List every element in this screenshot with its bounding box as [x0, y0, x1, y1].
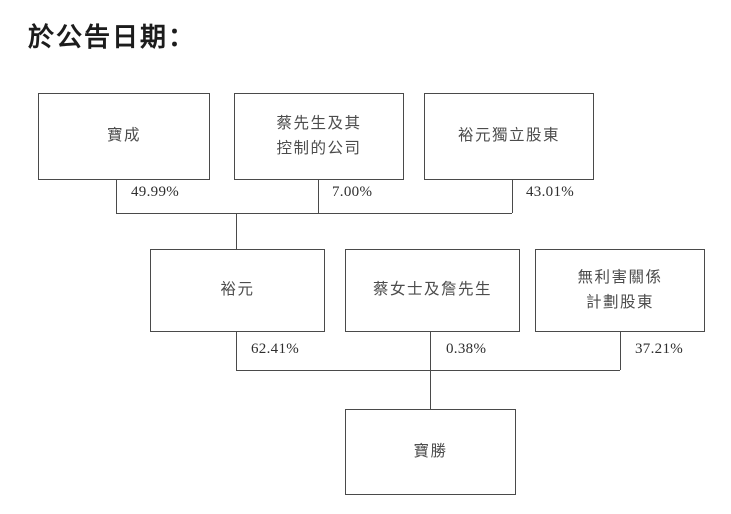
- connector-drop-ms-tsai-mr-chan: [430, 332, 431, 370]
- node-label-pou-sheng: 寶勝: [413, 442, 448, 460]
- connector-drop-into-yue-yuen: [236, 213, 237, 249]
- connector-drop-pouchen: [116, 180, 117, 213]
- percent-label-disinterested-to-pou-sheng: 37.21%: [632, 341, 687, 358]
- connector-drop-mr-tsai: [318, 180, 319, 213]
- node-label-yue-yuen: 裕元: [220, 281, 255, 299]
- connector-drop-yue-yuen-independent: [512, 180, 513, 213]
- connector-bus-row2: [236, 370, 620, 371]
- percent-label-ms-tsai-mr-chan-to-pou-sheng: 0.38%: [443, 341, 490, 358]
- connector-drop-into-pou-sheng: [430, 370, 431, 409]
- percent-label-pouchen-to-yue-yuen: 49.99%: [128, 184, 183, 201]
- node-box-yue-yuen: 裕元: [150, 249, 325, 332]
- connector-drop-disinterested: [620, 332, 621, 370]
- connector-bus-row1: [116, 213, 512, 214]
- node-label-ms-tsai-and-mr-chan: 蔡女士及詹先生: [372, 281, 492, 299]
- page-title: 於公告日期：: [28, 22, 197, 52]
- node-label-yue-yuen-independent-shareholders: 裕元獨立股東: [457, 127, 560, 145]
- percent-label-mr-tsai-to-yue-yuen: 7.00%: [329, 184, 376, 201]
- node-label-disinterested-scheme-shareholders: 無利害關係 計劃股東: [577, 269, 663, 311]
- node-box-ms-tsai-and-mr-chan: 蔡女士及詹先生: [345, 249, 520, 332]
- connector-drop-yue-yuen: [236, 332, 237, 370]
- node-box-pou-sheng: 寶勝: [345, 409, 516, 495]
- node-box-mr-tsai-and-controlled-companies: 蔡先生及其 控制的公司: [234, 93, 404, 180]
- percent-label-yue-yuen-to-pou-sheng: 62.41%: [248, 341, 303, 358]
- node-box-pouchen: 寶成: [38, 93, 210, 180]
- node-box-disinterested-scheme-shareholders: 無利害關係 計劃股東: [535, 249, 705, 332]
- node-label-mr-tsai-and-controlled-companies: 蔡先生及其 控制的公司: [276, 115, 362, 157]
- percent-label-independent-to-yue-yuen: 43.01%: [523, 184, 578, 201]
- node-label-pouchen: 寶成: [106, 127, 141, 145]
- node-box-yue-yuen-independent-shareholders: 裕元獨立股東: [424, 93, 594, 180]
